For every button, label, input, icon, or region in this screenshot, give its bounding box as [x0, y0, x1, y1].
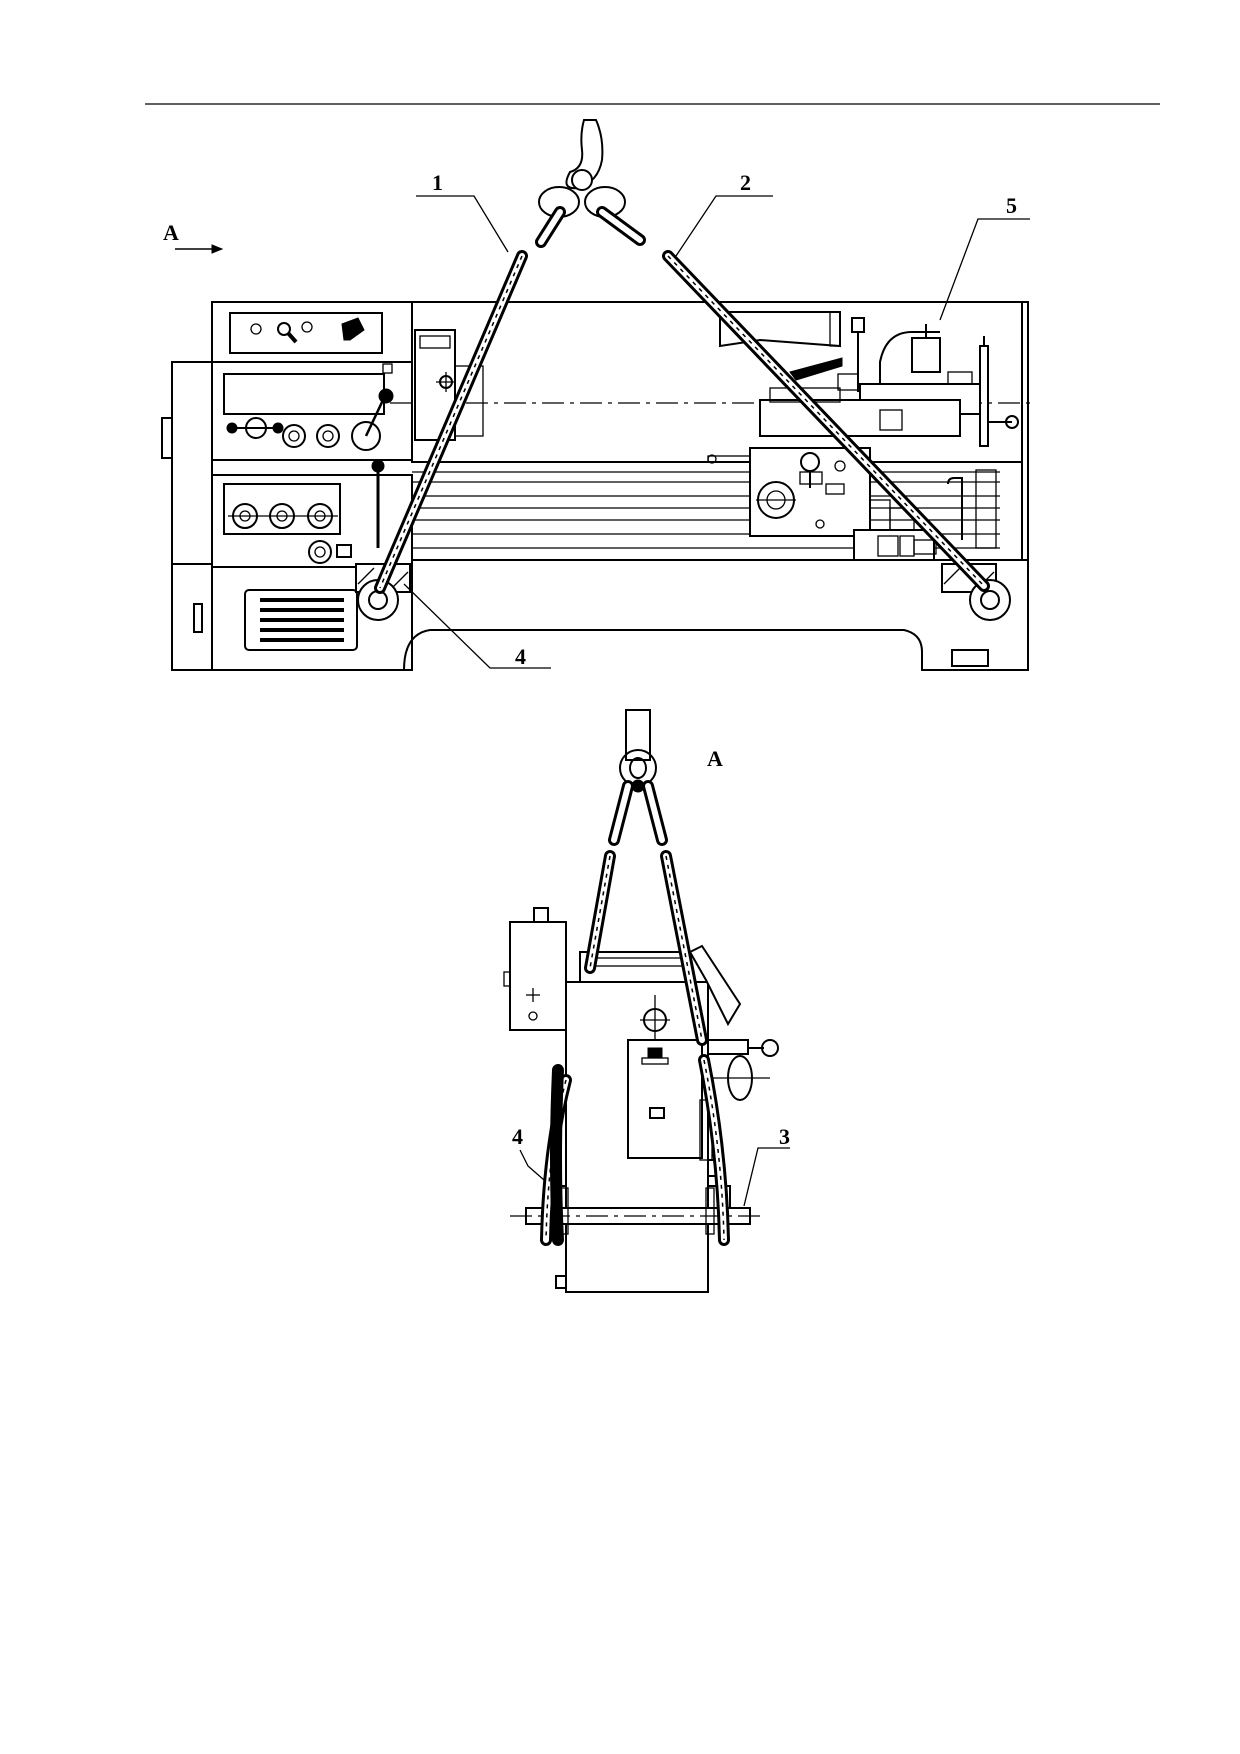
callout-4-top: 4	[515, 644, 526, 669]
callout-4-leader-bottom	[519, 1149, 545, 1181]
feed-gearbox	[211, 474, 413, 568]
callout-1-leader	[416, 195, 509, 253]
speed-lever-icon	[341, 317, 365, 341]
callout-4-bottom: 4	[512, 1124, 523, 1149]
end-cabinet	[565, 981, 709, 1293]
sling-1	[374, 206, 566, 594]
callout-1: 1	[432, 170, 443, 195]
view-a-title: A	[707, 746, 723, 771]
selector-knob-icon	[245, 417, 267, 439]
callout-5-leader	[939, 218, 1030, 321]
motor-cover	[509, 921, 567, 1031]
vent-grille	[244, 589, 358, 651]
end-panel	[627, 1039, 703, 1159]
dial-icon	[316, 424, 340, 448]
callout-4-leader-top	[403, 583, 551, 669]
end-cover	[171, 361, 213, 565]
bed-upper	[411, 301, 1023, 463]
carriage	[707, 357, 961, 561]
lathe-front-view	[161, 119, 1030, 671]
view-a-arrow	[175, 244, 224, 254]
sling-end-left	[540, 780, 634, 1246]
large-dial-icon	[351, 421, 381, 451]
end-knob	[161, 417, 173, 459]
headstock-top-panel	[229, 312, 383, 354]
view-a-arrow-label: A	[163, 220, 179, 245]
chip-guard-end	[688, 944, 742, 1027]
gearbox-panel	[223, 483, 341, 535]
callout-3-leader	[743, 1147, 790, 1207]
base-stand	[171, 560, 1029, 671]
sling-end-right	[642, 780, 730, 1246]
crane-hook-icon	[565, 119, 604, 190]
callout-2: 2	[740, 170, 751, 195]
callout-3: 3	[779, 1124, 790, 1149]
callout-2-leader	[675, 195, 773, 257]
callout-5: 5	[1006, 193, 1017, 218]
lathe-end-view-a	[503, 709, 790, 1293]
dial-icon	[282, 424, 306, 448]
sling-2	[596, 206, 990, 592]
